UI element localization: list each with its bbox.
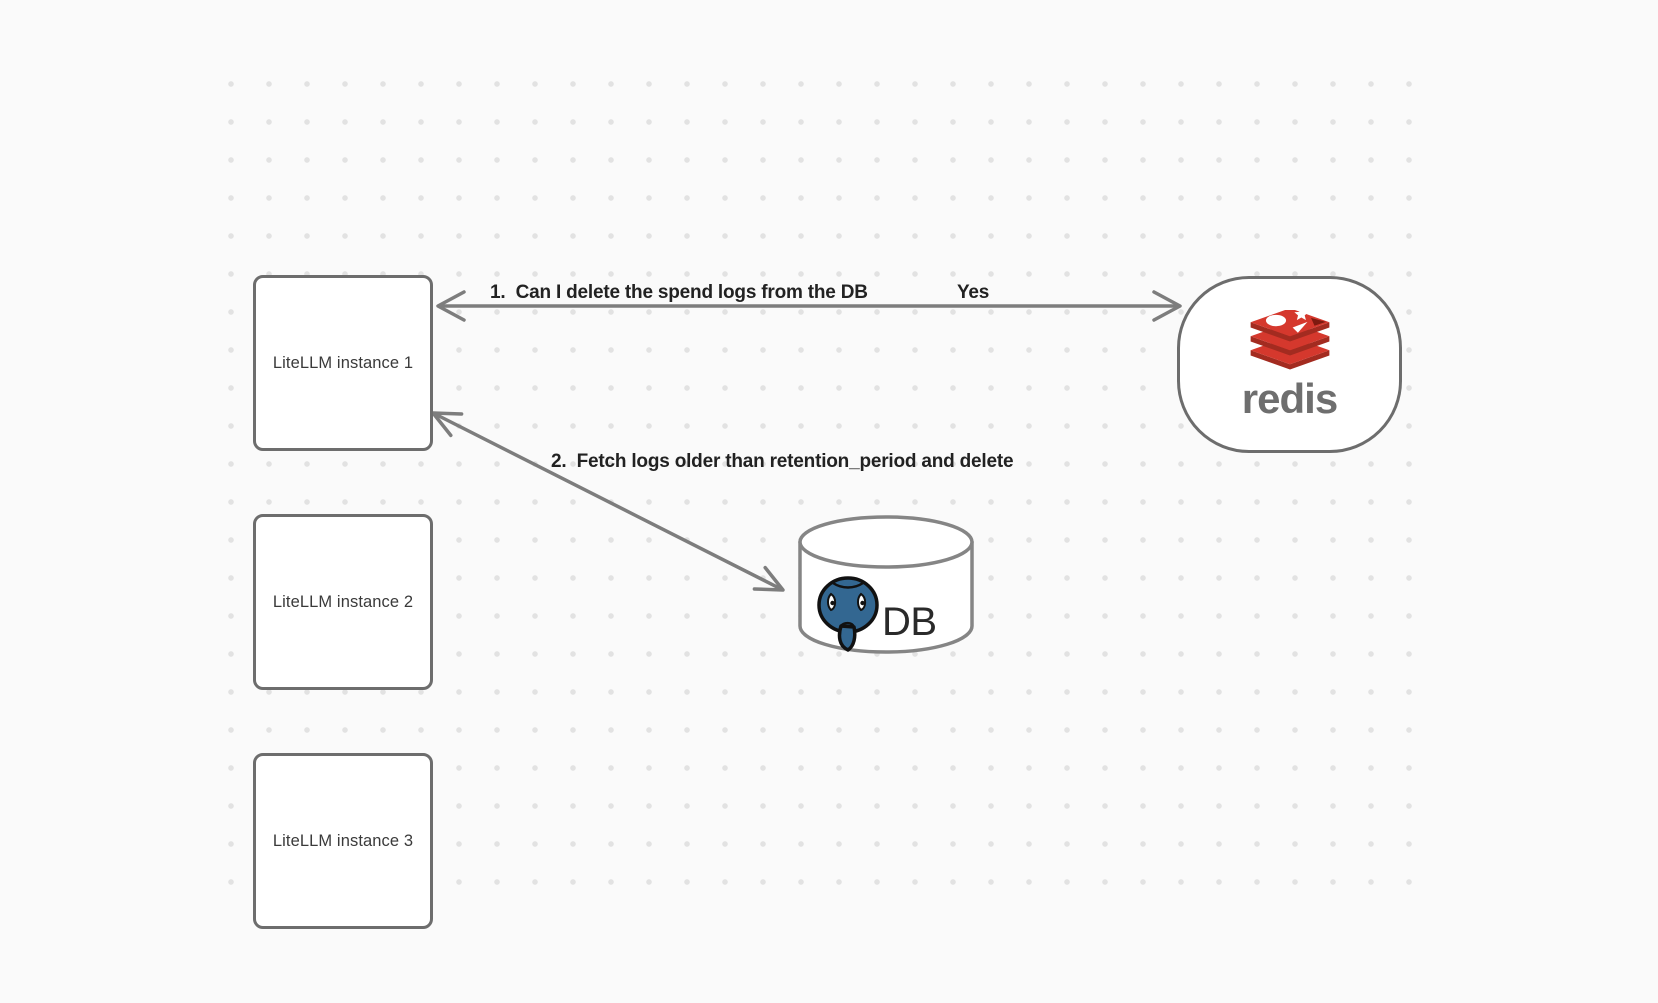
- litellm-instance-1-label: LiteLLM instance 1: [272, 353, 414, 372]
- edge-1-arrow[interactable]: [436, 290, 1182, 322]
- redis-wordmark: redis: [1241, 374, 1338, 422]
- db-label: DB: [882, 600, 937, 644]
- db-node[interactable]: DB: [797, 514, 975, 654]
- edge-1-answer-label: Yes: [957, 282, 990, 303]
- redis-logo-icon: [1250, 309, 1329, 369]
- litellm-instance-2-node[interactable]: LiteLLM instance 2: [253, 514, 433, 690]
- edge-2-label: 2. Fetch logs older than retention_perio…: [551, 451, 1014, 472]
- litellm-instance-1-node[interactable]: LiteLLM instance 1: [253, 275, 433, 451]
- edge-1-label: 1. Can I delete the spend logs from the …: [490, 282, 868, 303]
- postgres-elephant-icon: [817, 576, 879, 652]
- litellm-instance-3-node[interactable]: LiteLLM instance 3: [253, 753, 433, 929]
- redis-node[interactable]: redis: [1177, 276, 1402, 453]
- edge-2-arrow[interactable]: [431, 411, 785, 592]
- litellm-instance-3-label: LiteLLM instance 3: [272, 831, 414, 850]
- litellm-instance-2-label: LiteLLM instance 2: [272, 592, 414, 611]
